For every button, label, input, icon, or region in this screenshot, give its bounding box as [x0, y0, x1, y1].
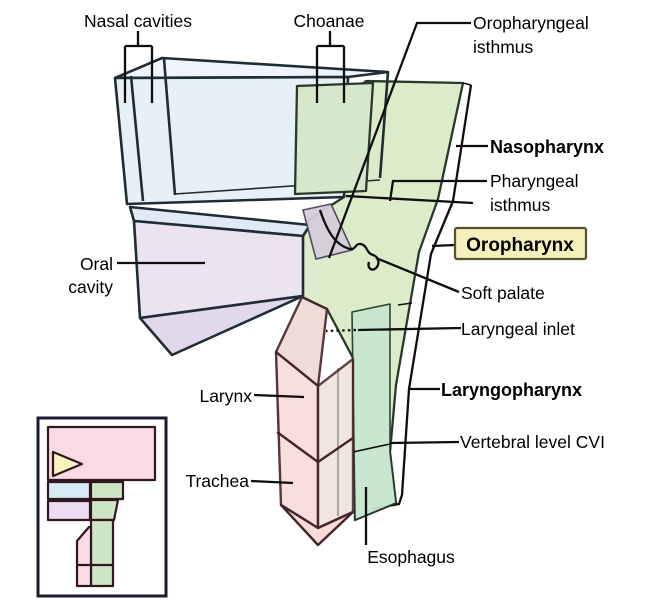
inset-direction-triangle	[51, 450, 84, 478]
vertebral-level-label: Vertebral level CVI	[460, 432, 605, 452]
oral-cavity-box	[128, 205, 312, 357]
inset-nasal-block	[46, 480, 92, 501]
wall-top-tick	[462, 82, 472, 86]
soft-palate-label: Soft palate	[461, 283, 545, 303]
inset-oral-block	[46, 499, 92, 522]
nasal-cavities-bracket	[123, 31, 154, 103]
laryngeal-inlet-label: Laryngeal inlet	[461, 319, 575, 339]
oral-cavity-label-line2: cavity	[68, 277, 113, 297]
oropharyngeal-isthmus-label-line2: isthmus	[473, 37, 534, 57]
esophagus-label: Esophagus	[367, 547, 455, 567]
inset-esophagus-column	[89, 518, 115, 588]
larynx-trachea-division-left	[276, 431, 319, 463]
oral-box-bottom-face	[138, 294, 305, 357]
larynx-trachea-division-right	[317, 437, 354, 463]
vertebral-level-line	[352, 443, 391, 453]
oropharynx-label: Oropharynx	[466, 235, 574, 256]
leader-lines	[117, 21, 488, 545]
vertebral-level-leader	[389, 440, 460, 445]
trachea-label: Trachea	[185, 471, 249, 491]
soft-palate-leader	[375, 256, 460, 294]
laryngeal-inlet-leader	[357, 326, 462, 332]
trachea-bottom-face	[279, 503, 355, 547]
wall-connector-tick	[397, 302, 413, 306]
esophagus-column	[326, 303, 397, 521]
oropharyngeal-isthmus-leader	[327, 21, 471, 259]
esophagus-face	[351, 303, 397, 521]
oropharynx-highlight: Oropharynx	[453, 226, 588, 261]
oropharyngeal-isthmus-label-line1: Oropharyngeal	[473, 13, 589, 33]
larynx-right-face	[316, 357, 355, 530]
oropharynx-leader	[431, 243, 456, 248]
laryngopharynx-label: Laryngopharynx	[441, 380, 582, 400]
choanae-panel	[293, 81, 375, 196]
nasopharynx-label: Nasopharynx	[490, 137, 604, 157]
nasal-septum-line-1	[129, 75, 145, 202]
larynx-label: Larynx	[199, 386, 252, 406]
oral-cavity-label-line1: Oral	[80, 254, 113, 274]
nasal-cavity-box	[113, 56, 390, 206]
pharyngeal-isthmus-leader	[388, 179, 487, 202]
nasal-septum-line-2	[162, 58, 177, 196]
pharyngeal-isthmus-label-line2: isthmus	[490, 195, 551, 215]
choanae-label: Choanae	[293, 11, 364, 31]
laryngeal-inlet-dotted-line	[325, 328, 357, 333]
labels: Nasal cavities Choanae Oropharyngeal ist…	[68, 11, 605, 567]
soft-palate-region	[302, 203, 380, 271]
nasal-back-right-edge	[378, 71, 390, 179]
oropharynx-highlight-box	[453, 226, 588, 261]
larynx-leader	[253, 393, 305, 399]
choanae-bracket	[315, 31, 346, 103]
nasal-box-top-face	[113, 56, 390, 80]
inset-nasopharynx-block	[89, 480, 125, 501]
nasal-cavities-label: Nasal cavities	[84, 11, 192, 31]
trachea-leader	[250, 479, 294, 485]
soft-palate-wavy-line	[318, 209, 380, 271]
inset-trachea-column	[75, 525, 93, 588]
pharyngeal-isthmus-label-line1: Pharyngeal	[490, 171, 579, 191]
pharynx-inner-edge	[326, 308, 354, 359]
inset-oropharynx-block	[89, 498, 120, 522]
inset-minimap	[36, 416, 168, 598]
